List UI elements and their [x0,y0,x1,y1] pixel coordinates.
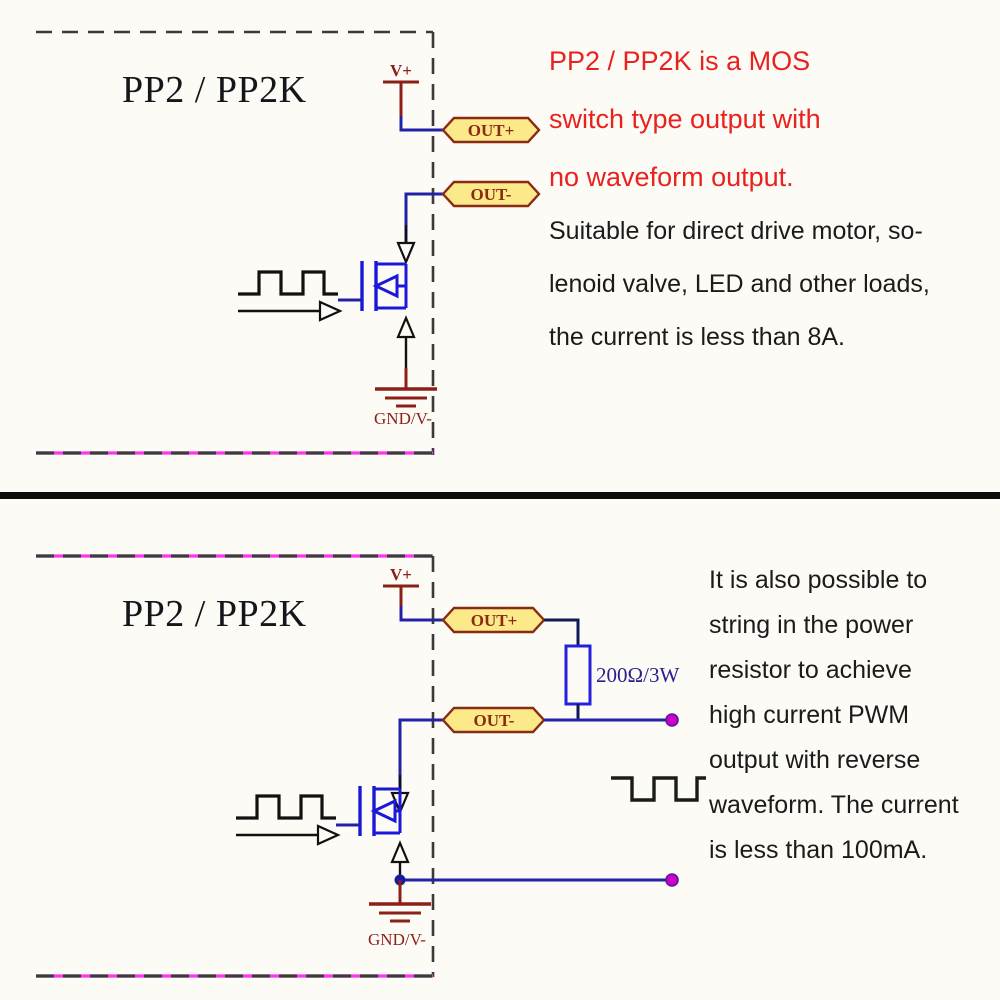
wire-outplus-to-resistor [544,618,580,646]
wire-supply-to-outplus-bottom [399,606,446,622]
port-outplus-top[interactable]: OUT+ [441,116,541,144]
power-resistor [564,644,592,706]
pwm-output-waveform-inverted [611,776,706,802]
panel-title-top: PP2 / PP2K [122,69,307,111]
source-arrow-bottom [390,840,410,880]
port-outplus-label-bottom: OUT+ [471,611,518,630]
drain-arrow-top [396,225,416,265]
ground-label-top: GND/V- [374,409,432,428]
source-arrow-top [396,315,416,368]
port-outplus-label-top: OUT+ [468,121,515,140]
port-outminus-label-bottom: OUT- [474,711,515,730]
port-outminus-top[interactable]: OUT- [441,180,541,208]
port-outplus-bottom[interactable]: OUT+ [441,606,546,634]
ground-label-bottom: GND/V- [368,930,426,949]
note-black-top: Suitable for direct drive motor, so- len… [549,217,930,351]
supply-symbol-bottom [383,584,419,606]
wire-drain-to-outminus-bottom [398,718,446,800]
wire-drain-to-outminus-top [404,192,446,250]
port-outminus-label-top: OUT- [471,185,512,204]
ground-symbol-top [375,368,437,408]
input-arrow-top [238,300,343,322]
supply-label-top: V+ [390,61,412,80]
mosfet-symbol-bottom [336,786,402,836]
board-outline-bottom [36,554,435,978]
supply-label-bottom: V+ [390,565,412,584]
panel-separator [0,492,1000,499]
wire-supply-to-outplus-top [399,116,446,132]
pwm-input-waveform-top [238,270,338,296]
port-outminus-bottom[interactable]: OUT- [441,706,546,734]
supply-symbol-top [383,80,419,116]
power-resistor-label: 200Ω/3W [596,663,679,687]
note-red-top: PP2 / PP2K is a MOS switch type output w… [549,46,821,192]
board-outline-top [36,30,435,455]
panel-title-bottom: PP2 / PP2K [122,593,307,635]
pwm-input-waveform-bottom [236,794,336,820]
output-terminal-positive[interactable] [665,713,679,727]
ground-symbol-bottom [369,880,431,923]
input-arrow-bottom [236,824,341,846]
note-black-bottom: It is also possible to string in the pow… [709,566,959,864]
mosfet-symbol-top [338,261,408,311]
wire-ground-to-terminal [394,874,672,886]
output-terminal-negative[interactable] [665,873,679,887]
